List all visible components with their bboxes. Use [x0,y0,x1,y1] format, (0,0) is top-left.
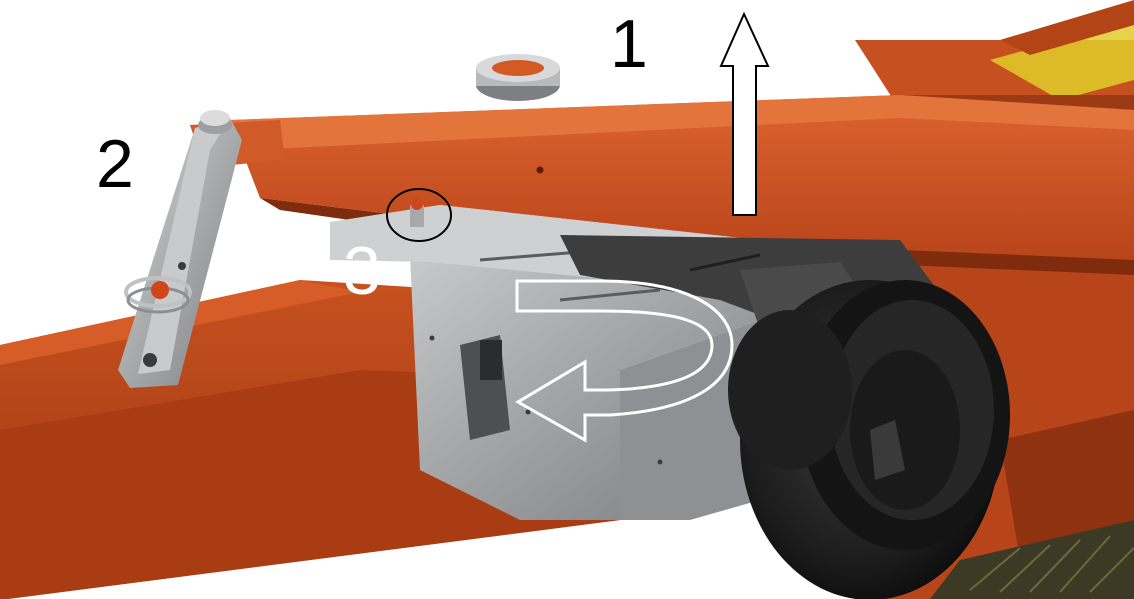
step-label-1: 1 [610,6,648,82]
step-label-3: 3 [343,233,381,309]
step-label-2: 2 [96,126,134,202]
linkage-strap [118,110,242,388]
bracket-slots [479,250,661,302]
adjustment-bolt [386,188,452,242]
grating [969,535,1134,593]
depth-roller [728,280,1010,599]
highlight-circle [386,188,452,242]
grease-fitting [476,54,560,101]
rotate-arrow [515,279,734,443]
lift-up-arrow [719,11,770,216]
